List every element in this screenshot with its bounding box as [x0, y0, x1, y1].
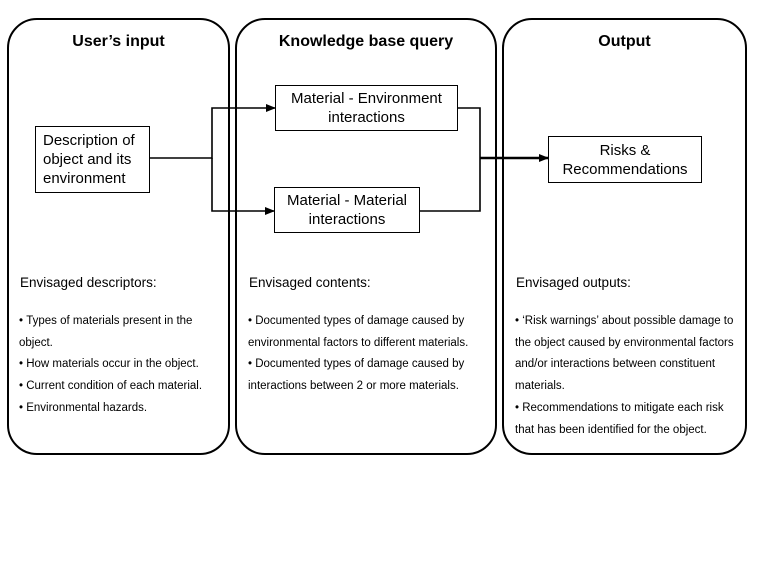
- output-panel: Output: [502, 18, 747, 455]
- list-item: ‘Risk warnings’ about possible damage to…: [515, 311, 745, 398]
- outputs-list: ‘Risk warnings’ about possible damage to…: [515, 311, 745, 441]
- outputs-heading: Envisaged outputs:: [516, 275, 631, 290]
- material-material-box: Material - Material interactions: [274, 187, 420, 233]
- users-input-panel: User’s input: [7, 18, 230, 455]
- knowledge-base-panel: Knowledge base query: [235, 18, 497, 455]
- knowledge-base-title: Knowledge base query: [278, 33, 454, 50]
- output-title: Output: [598, 33, 651, 50]
- contents-heading: Envisaged contents:: [249, 275, 371, 290]
- descriptors-list: Types of materials present in the object…: [19, 311, 225, 420]
- description-box: Description of object and its environmen…: [35, 126, 150, 193]
- list-item: Documented types of damage caused by env…: [248, 311, 494, 354]
- list-item: Current condition of each material.: [19, 376, 225, 398]
- list-item: Types of materials present in the object…: [19, 311, 225, 354]
- material-environment-box: Material - Environment interactions: [275, 85, 458, 131]
- list-item: Recommendations to mitigate each risk th…: [515, 398, 745, 441]
- list-item: Documented types of damage caused by int…: [248, 354, 494, 397]
- contents-list: Documented types of damage caused by env…: [248, 311, 494, 398]
- list-item: Environmental hazards.: [19, 398, 225, 420]
- descriptors-heading: Envisaged descriptors:: [20, 275, 157, 290]
- risks-recommendations-box: Risks & Recommendations: [548, 136, 702, 183]
- list-item: How materials occur in the object.: [19, 354, 225, 376]
- users-input-title: User’s input: [72, 33, 165, 50]
